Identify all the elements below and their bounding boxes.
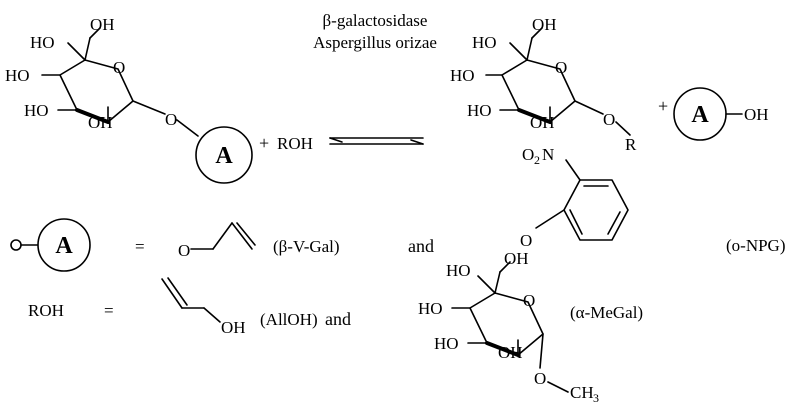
- and-label: and: [325, 309, 351, 329]
- equals-sign: =: [135, 237, 145, 256]
- vinyl-compound-name: (β-V-Gal): [273, 237, 340, 256]
- enzyme-source: Aspergillus orizae: [313, 33, 437, 52]
- oh-label: OH: [504, 249, 529, 268]
- oh-label: HO: [472, 33, 497, 52]
- allyl-alcohol-structure: OH: [161, 277, 246, 337]
- oh-label: HO: [24, 101, 49, 120]
- ring-oxygen-label: O: [523, 291, 535, 310]
- methyl-label: CH: [570, 383, 594, 402]
- plus-sign: +: [259, 133, 269, 153]
- ring-oxygen-label: O: [113, 58, 125, 77]
- oh-label: HO: [30, 33, 55, 52]
- leaving-group-letter: A: [55, 233, 73, 259]
- and-label: and: [408, 236, 434, 256]
- leaving-group-letter: A: [691, 102, 709, 128]
- nitro-oxygen-label: O: [522, 145, 534, 164]
- oh-label: OH: [90, 15, 115, 34]
- oh-label: HO: [450, 66, 475, 85]
- leaving-group-definition: A =: [10, 218, 145, 272]
- acceptor-label: ROH: [28, 301, 64, 320]
- oh-label: HO: [434, 334, 459, 353]
- ring-oxygen-label: O: [555, 58, 567, 77]
- nitro-nitrogen-label: N: [542, 145, 554, 164]
- enzyme-name: β-galactosidase: [323, 11, 428, 30]
- nitrophenyl-structure: O 2 N O: [520, 145, 629, 250]
- acceptor-label: ROH: [277, 134, 313, 153]
- oh-label: HO: [467, 101, 492, 120]
- leaving-group-circle: [37, 218, 91, 272]
- oh-label: OH: [88, 113, 113, 132]
- glycosidic-oxygen-label: O: [603, 110, 615, 129]
- methyl-subscript: 3: [593, 391, 599, 403]
- glycosidic-oxygen-label: O: [165, 110, 177, 129]
- vinyl-structure: O: [178, 222, 256, 260]
- oh-label: OH: [498, 343, 523, 362]
- nitrophenyl-compound-name: (o-NPG): [726, 236, 786, 255]
- vinyl-oxygen-label: O: [178, 241, 190, 260]
- oxygen-dot: [10, 239, 22, 251]
- oh-label: OH: [532, 15, 557, 34]
- methyl-galactoside-name: (α-MeGal): [570, 303, 643, 322]
- leaving-group-circle: [195, 126, 253, 184]
- oh-label: HO: [5, 66, 30, 85]
- equals-sign: =: [104, 301, 114, 320]
- leaving-group-letter: A: [215, 143, 233, 169]
- oh-label: HO: [418, 299, 443, 318]
- plus-sign: +: [658, 96, 668, 116]
- oh-label: HO: [446, 261, 471, 280]
- methyl-galactoside-structure: HO OH HO HO OH O O CH 3: [418, 249, 599, 403]
- methoxy-oxygen-label: O: [534, 369, 546, 388]
- product-galactoside: HO OH HO HO OH O O R: [450, 15, 637, 154]
- oh-label: OH: [744, 105, 769, 124]
- nitro-subscript: 2: [534, 153, 540, 167]
- hydroxyl-label: OH: [221, 318, 246, 337]
- phenol-oxygen-label: O: [520, 231, 532, 250]
- reactant-galactoside: HO OH HO HO OH O O A: [5, 15, 253, 184]
- allyl-alcohol-name: (AllOH): [260, 310, 318, 329]
- oh-label: OH: [530, 113, 555, 132]
- r-group-label: R: [625, 135, 637, 154]
- released-group: A OH: [673, 87, 769, 141]
- equilibrium-arrow: [329, 137, 424, 145]
